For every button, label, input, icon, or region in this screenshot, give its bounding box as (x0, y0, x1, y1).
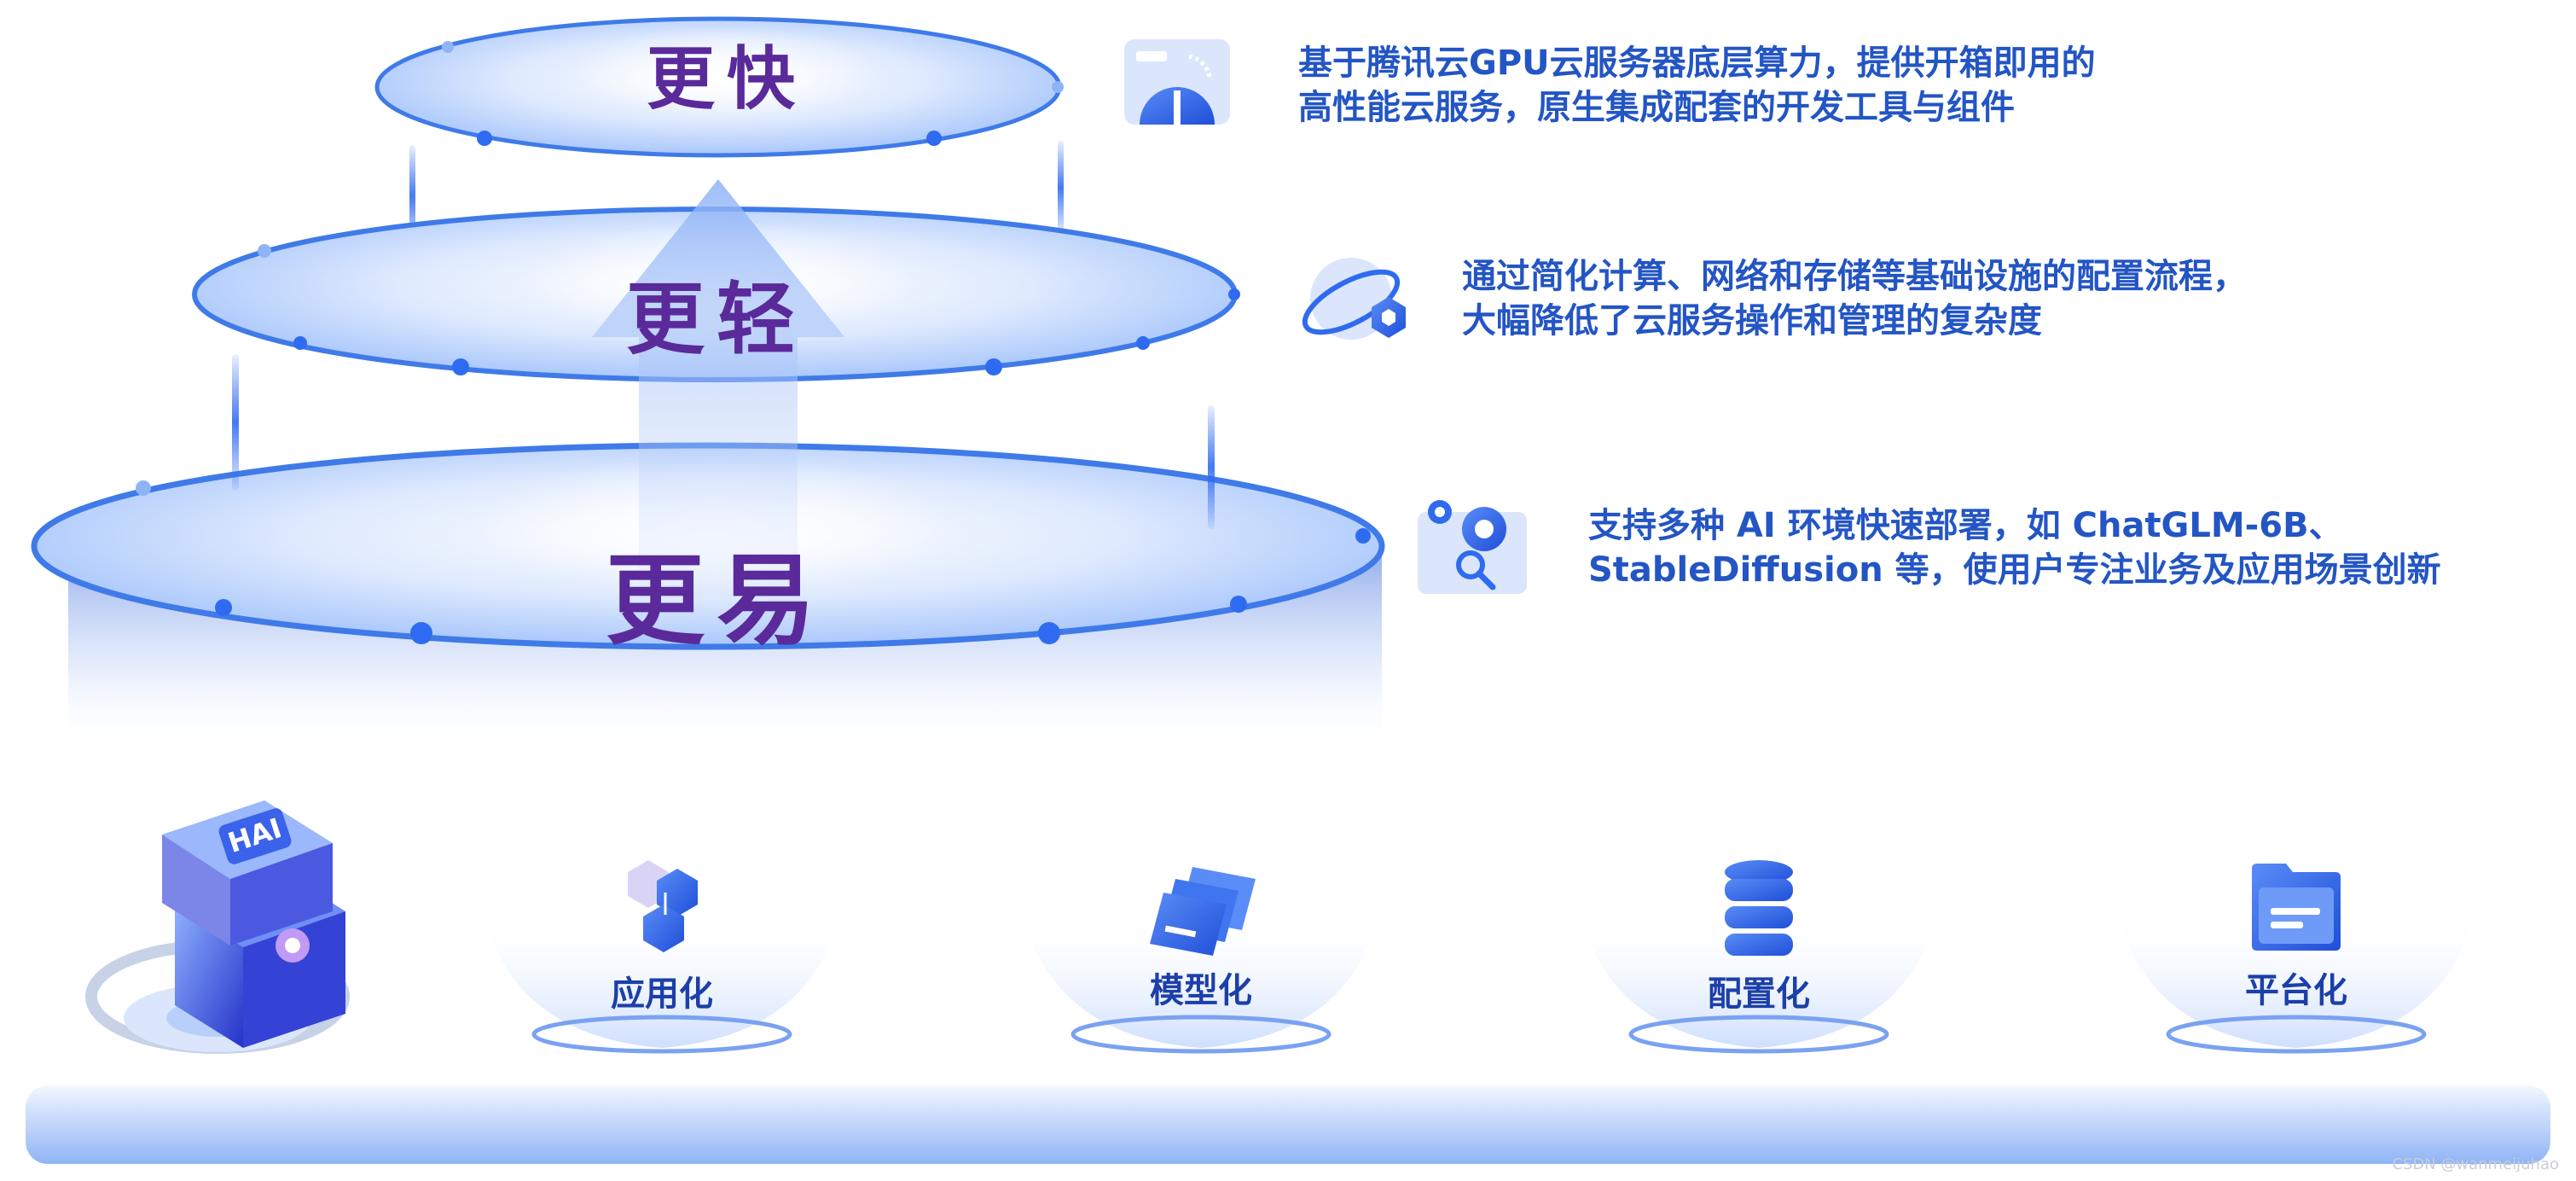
planet-icon (1302, 258, 1406, 340)
feature-bowl-2 (1025, 923, 1377, 1054)
pillar (232, 354, 239, 491)
description-line: 高性能云服务，原生集成配套的开发工具与组件 (1298, 88, 2015, 127)
tier-label-lighter: 更轻 (626, 274, 808, 365)
feature-label-platform: 平台化 (2245, 971, 2347, 1010)
stacked-discs (31, 16, 1385, 751)
disc-top-glow (571, 26, 879, 119)
hai-hero-graphic: HAI (85, 800, 350, 1054)
description-line: 通过简化计算、网络和存储等基础设施的配置流程， (1462, 257, 2247, 296)
feature-bowl-1 (486, 923, 838, 1054)
description-line: 大幅降低了云服务操作和管理的复杂度 (1462, 301, 2042, 340)
feature-label-model: 模型化 (1150, 971, 1252, 1010)
tier-description-easier: 支持多种 AI 环境快速部署，如 ChatGLM-6B、 StableDiffu… (1588, 503, 2441, 592)
node-dots (136, 41, 1371, 644)
cubes-icon (628, 860, 698, 952)
description-line: StableDiffusion 等，使用户专注业务及应用场景创新 (1588, 550, 2441, 590)
feature-bowl-4 (2121, 923, 2472, 1054)
pillar (409, 145, 415, 247)
gear-search-icon (1418, 500, 1527, 594)
database-icon (1725, 860, 1793, 956)
floor-platform (26, 1085, 2550, 1164)
pillar (1208, 405, 1215, 529)
pillar (1058, 141, 1064, 235)
feature-bowl-3 (1583, 923, 1935, 1054)
feature-label-config: 配置化 (1708, 974, 1810, 1014)
tier-label-easier: 更易 (606, 544, 827, 659)
description-line: 基于腾讯云GPU云服务器底层算力，提供开箱即用的 (1298, 44, 2096, 83)
tier-description-faster: 基于腾讯云GPU云服务器底层算力，提供开箱即用的 高性能云服务，原生集成配套的开… (1298, 41, 2096, 130)
folder-icon (2252, 864, 2341, 951)
tier-label-faster: 更快 (647, 39, 807, 119)
servers-icon (1150, 867, 1256, 956)
description-line: 支持多种 AI 环境快速部署，如 ChatGLM-6B、 (1588, 506, 2343, 545)
watermark: CSDN @wanmeijuhao (2392, 1155, 2559, 1173)
feature-label-application: 应用化 (611, 974, 713, 1014)
gauge-icon (1124, 39, 1230, 125)
tier-description-lighter: 通过简化计算、网络和存储等基础设施的配置流程， 大幅降低了云服务操作和管理的复杂… (1462, 254, 2247, 343)
upward-arrow (592, 179, 844, 597)
